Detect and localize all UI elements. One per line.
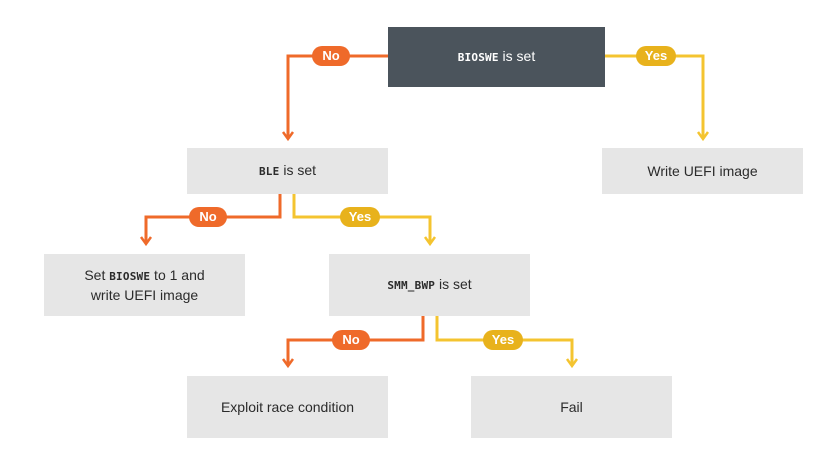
arrowhead-ble-no bbox=[139, 236, 153, 247]
edge-label-yes: Yes bbox=[483, 330, 523, 350]
edge-bioswe-no bbox=[286, 54, 388, 138]
code-smm-bwp: SMM_BWP bbox=[387, 279, 436, 292]
edge-label-no: No bbox=[332, 330, 370, 350]
node-text: Write UEFI image bbox=[647, 163, 758, 179]
node-text: is set bbox=[435, 276, 472, 292]
node-write-uefi: Write UEFI image bbox=[602, 148, 803, 194]
node-bioswe-check: BIOSWE is set bbox=[388, 27, 605, 87]
node-text: is set bbox=[498, 48, 536, 64]
edge-label-no: No bbox=[312, 46, 350, 66]
node-text: Fail bbox=[560, 399, 583, 415]
edge-label-yes: Yes bbox=[340, 207, 380, 227]
edge-label-yes: Yes bbox=[636, 46, 676, 66]
code-bioswe: BIOSWE bbox=[457, 51, 499, 64]
edge-bioswe-yes bbox=[605, 54, 705, 138]
node-ble-check: BLE is set bbox=[187, 148, 388, 194]
arrowhead-bioswe-yes bbox=[696, 131, 710, 142]
node-text-pre: Set bbox=[84, 267, 110, 283]
node-text: is set bbox=[279, 162, 317, 178]
edge-label-no: No bbox=[189, 207, 227, 227]
code-ble: BLE bbox=[258, 165, 280, 178]
arrowhead-smm-yes bbox=[565, 358, 579, 369]
node-exploit-race: Exploit race condition bbox=[187, 376, 388, 438]
node-fail: Fail bbox=[471, 376, 672, 438]
arrowhead-smm-no bbox=[281, 358, 295, 369]
arrowhead-bioswe-no bbox=[281, 131, 295, 142]
node-text-line2: write UEFI image bbox=[90, 287, 199, 303]
code-bioswe: BIOSWE bbox=[109, 270, 151, 283]
arrowhead-ble-yes bbox=[423, 236, 437, 247]
node-text-post: to 1 and bbox=[150, 267, 205, 283]
node-text: Exploit race condition bbox=[220, 399, 355, 415]
node-set-bioswe: Set BIOSWE to 1 and write UEFI image bbox=[44, 254, 245, 316]
node-smm-bwp-check: SMM_BWP is set bbox=[329, 254, 530, 316]
